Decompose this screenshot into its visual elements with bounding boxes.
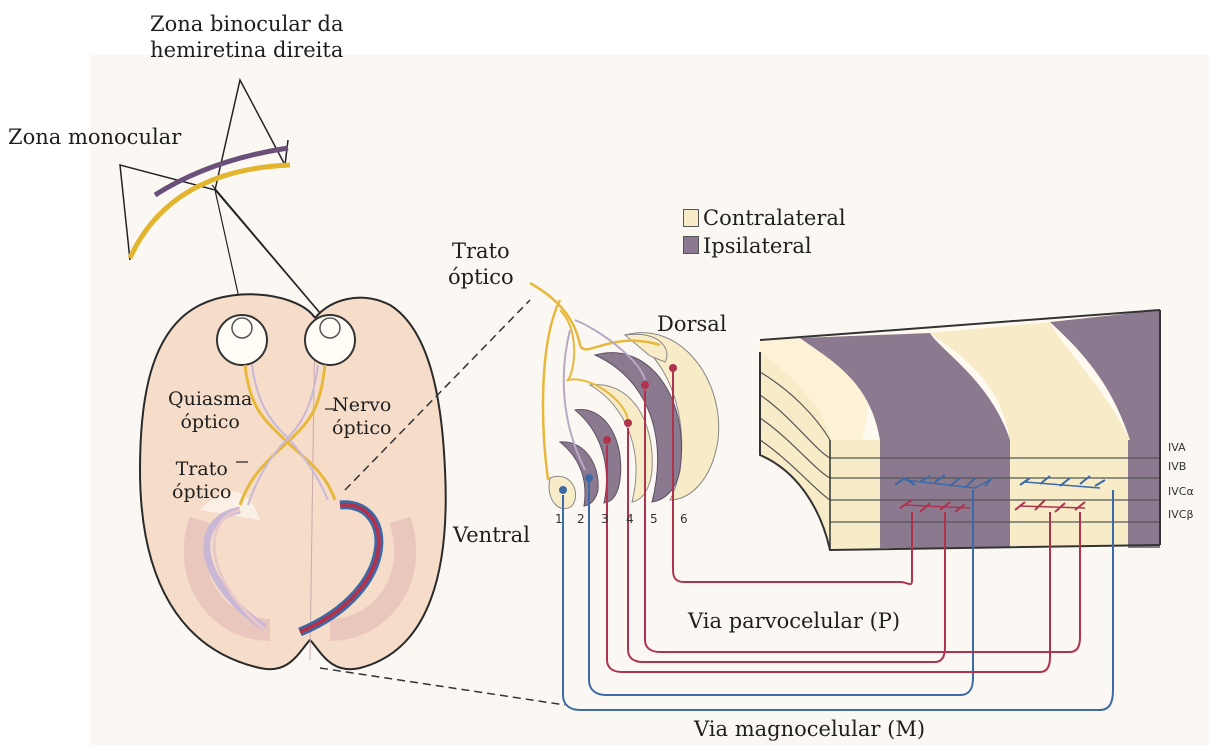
- cortex-layer-label: IVA: [1168, 441, 1186, 454]
- optic-nerve-label: Nervo óptico: [332, 394, 391, 440]
- magnocellular-pathway-label: Via magnocelular (M): [694, 716, 925, 742]
- cortex-layer-label: IVCβ: [1168, 508, 1193, 521]
- ventral-label: Ventral: [453, 522, 530, 548]
- legend-swatch-contralateral: [683, 209, 699, 227]
- monocular-zone-label: Zona monocular: [8, 124, 181, 150]
- legend-label-ipsilateral: Ipsilateral: [703, 233, 812, 259]
- legend-label-contralateral: Contralateral: [703, 205, 846, 231]
- dashed-connector-bottom: [320, 668, 565, 705]
- cortex-layer-label: IVCα: [1168, 485, 1194, 498]
- parvocellular-pathway-label: Via parvocelular (P): [688, 608, 900, 634]
- lgn-layer-number: 3: [601, 512, 609, 526]
- visual-cortex-block: [760, 310, 1160, 550]
- lgn-layer-number: 2: [577, 512, 585, 526]
- cortex-layer-label: IVB: [1168, 460, 1186, 473]
- lgn-layer-number: 6: [680, 512, 688, 526]
- lgn-layer-number: 4: [626, 512, 634, 526]
- legend-swatch-ipsilateral: [683, 236, 699, 254]
- lgn-layer-number: 5: [650, 512, 658, 526]
- optic-tract-top-label: Trato óptico: [448, 238, 514, 290]
- lgn-layer-number: 1: [555, 512, 563, 526]
- optic-chiasm-label: Quiasma óptico: [168, 388, 252, 434]
- dorsal-label: Dorsal: [657, 311, 727, 337]
- optic-tract-brain-label: Trato óptico: [172, 458, 231, 504]
- binocular-zone-label: Zona binocular da hemiretina direita: [150, 11, 343, 63]
